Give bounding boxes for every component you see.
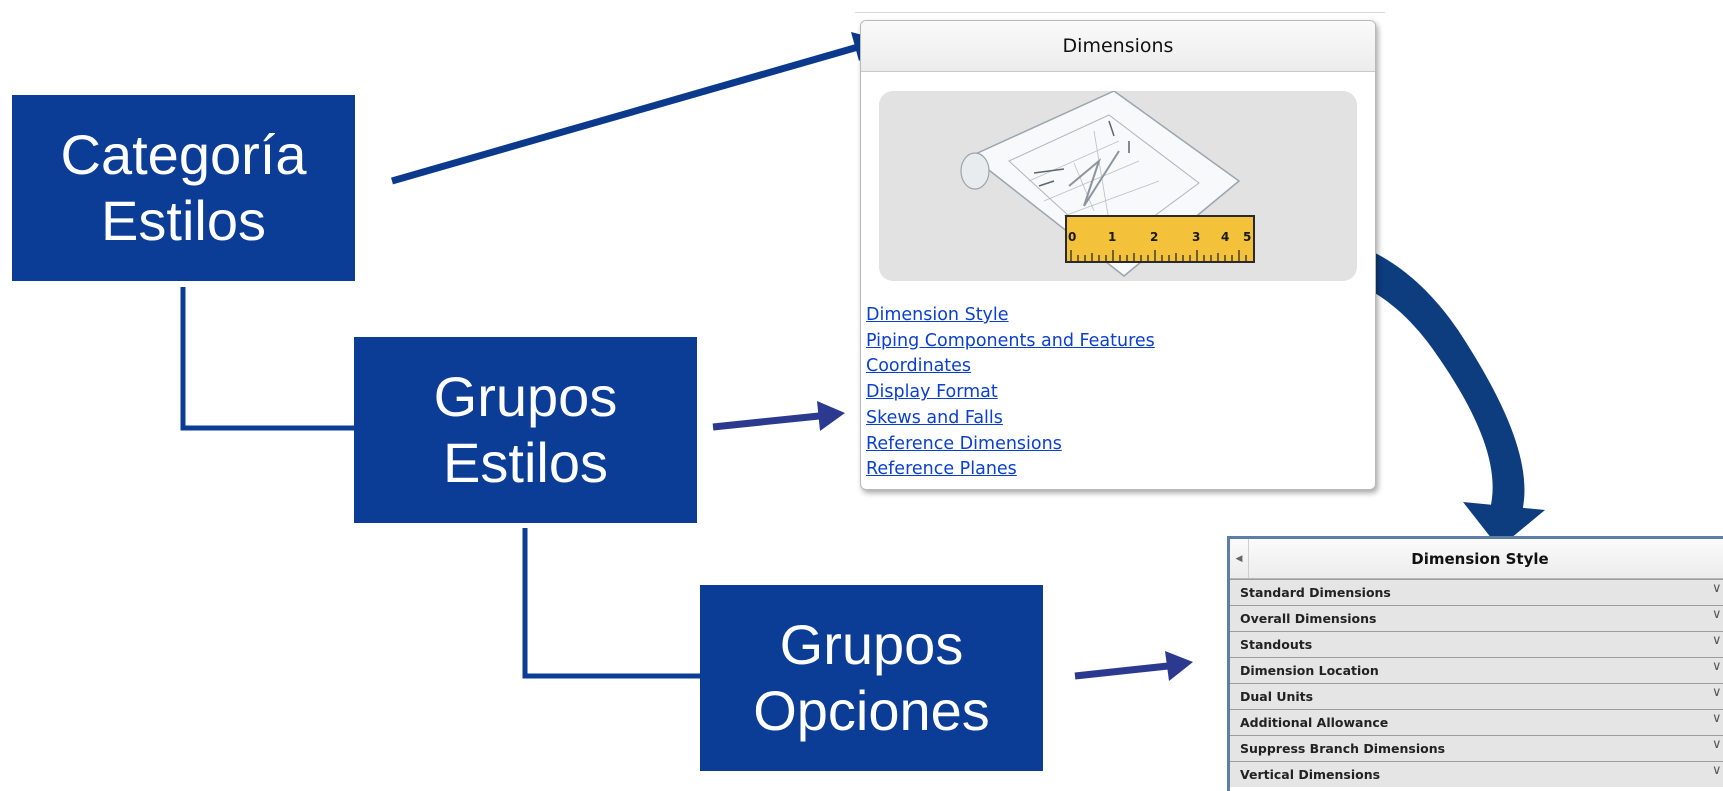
ruler-num-0: 0 [1068, 230, 1076, 244]
link-skews-and-falls[interactable]: Skews and Falls [866, 407, 1003, 428]
option-group-label: Standard Dimensions [1240, 585, 1391, 600]
chevron-down-icon[interactable]: ∨ [1712, 581, 1722, 596]
option-group-additional-allowance[interactable]: Additional Allowance ∨ [1230, 709, 1723, 735]
ruler-num-3: 3 [1192, 230, 1200, 244]
box-categoria-line1: Categoría [60, 122, 307, 186]
box-grupos-opciones-line1: Grupos [779, 612, 964, 676]
link-reference-dimensions[interactable]: Reference Dimensions [866, 433, 1062, 454]
dimensions-panel-title: Dimensions [861, 21, 1375, 72]
option-group-suppress-branch-dimensions[interactable]: Suppress Branch Dimensions ∨ [1230, 735, 1723, 761]
arrow-categoria-to-panel [391, 32, 882, 185]
link-reference-planes[interactable]: Reference Planes [866, 459, 1017, 480]
ruler-num-4: 4 [1221, 230, 1229, 244]
link-dimension-style[interactable]: Dimension Style [866, 305, 1009, 325]
option-group-standouts[interactable]: Standouts ∨ [1230, 631, 1723, 657]
chevron-down-icon[interactable]: ∨ [1712, 607, 1722, 622]
box-grupos-opciones-line2: Opciones [753, 679, 990, 742]
dimension-style-panel: ◀ Dimension Style Standard Dimensions ∨ O… [1227, 536, 1723, 791]
box-grupos-opciones: Grupos Opciones [700, 585, 1043, 771]
ruler-num-1: 1 [1108, 230, 1116, 244]
chevron-down-icon[interactable]: ∨ [1712, 659, 1722, 674]
option-group-overall-dimensions[interactable]: Overall Dimensions ∨ [1230, 605, 1723, 631]
arrow-grupos-estilos-to-links [712, 401, 845, 431]
chevron-down-icon[interactable]: ∨ [1712, 763, 1722, 778]
dimensions-links-list: Dimension Style Piping Components and Fe… [866, 303, 1155, 483]
scroll-left-icon[interactable]: ◀ [1230, 539, 1249, 578]
chevron-down-icon[interactable]: ∨ [1712, 633, 1722, 648]
link-coordinates[interactable]: Coordinates [866, 356, 972, 377]
option-group-label: Overall Dimensions [1240, 611, 1377, 626]
chevron-down-icon[interactable]: ∨ [1712, 685, 1722, 700]
dimensions-panel: Dimensions 0 1 2 3 4 5 Dimension Style [860, 20, 1376, 490]
top-divider-line [855, 12, 1385, 13]
option-group-label: Dimension Location [1240, 663, 1379, 678]
blueprint-ruler-drawing: 0 1 2 3 4 5 [960, 91, 1255, 277]
chevron-down-icon[interactable]: ∨ [1712, 711, 1722, 726]
ruler-icon: 0 1 2 3 4 5 [1065, 215, 1255, 263]
box-categoria-line2: Estilos [101, 189, 266, 252]
arrow-grupos-opciones-to-style-panel [1074, 651, 1193, 681]
connector-categoria-to-grupos-estilos [180, 287, 354, 431]
ruler-num-2: 2 [1150, 230, 1158, 244]
dimension-style-title: Dimension Style [1411, 549, 1549, 568]
chevron-down-icon[interactable]: ∨ [1712, 737, 1722, 752]
blueprint-illustration: 0 1 2 3 4 5 [879, 91, 1357, 281]
connector-grupos-estilos-to-opciones [522, 528, 700, 679]
option-group-dual-units[interactable]: Dual Units ∨ [1230, 683, 1723, 709]
link-piping-components-features[interactable]: Piping Components and Features [866, 330, 1155, 351]
box-grupos-estilos-line1: Grupos [433, 364, 618, 428]
option-group-standard-dimensions[interactable]: Standard Dimensions ∨ [1230, 579, 1723, 605]
dimension-style-header: ◀ Dimension Style [1230, 539, 1723, 579]
box-grupos-estilos: Grupos Estilos [354, 337, 697, 523]
option-group-label: Dual Units [1240, 689, 1314, 704]
link-display-format[interactable]: Display Format [866, 382, 998, 403]
option-group-label: Suppress Branch Dimensions [1240, 741, 1446, 756]
ruler-num-5: 5 [1243, 230, 1251, 244]
option-group-label: Vertical Dimensions [1240, 767, 1381, 782]
box-categoria-estilos: Categoría Estilos [12, 95, 355, 281]
option-group-label: Additional Allowance [1240, 715, 1389, 730]
option-group-vertical-dimensions[interactable]: Vertical Dimensions ∨ [1230, 761, 1723, 787]
box-grupos-estilos-line2: Estilos [443, 431, 608, 494]
option-group-dimension-location[interactable]: Dimension Location ∨ [1230, 657, 1723, 683]
option-group-label: Standouts [1240, 637, 1313, 652]
